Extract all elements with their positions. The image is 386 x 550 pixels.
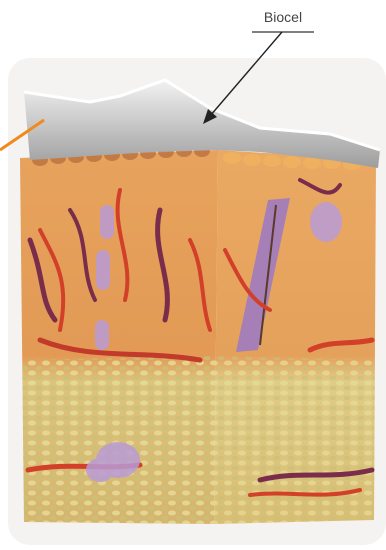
biocel-label: Biocel xyxy=(252,9,314,25)
fat-layer-front xyxy=(22,356,216,524)
fat-layer-side xyxy=(214,356,375,524)
